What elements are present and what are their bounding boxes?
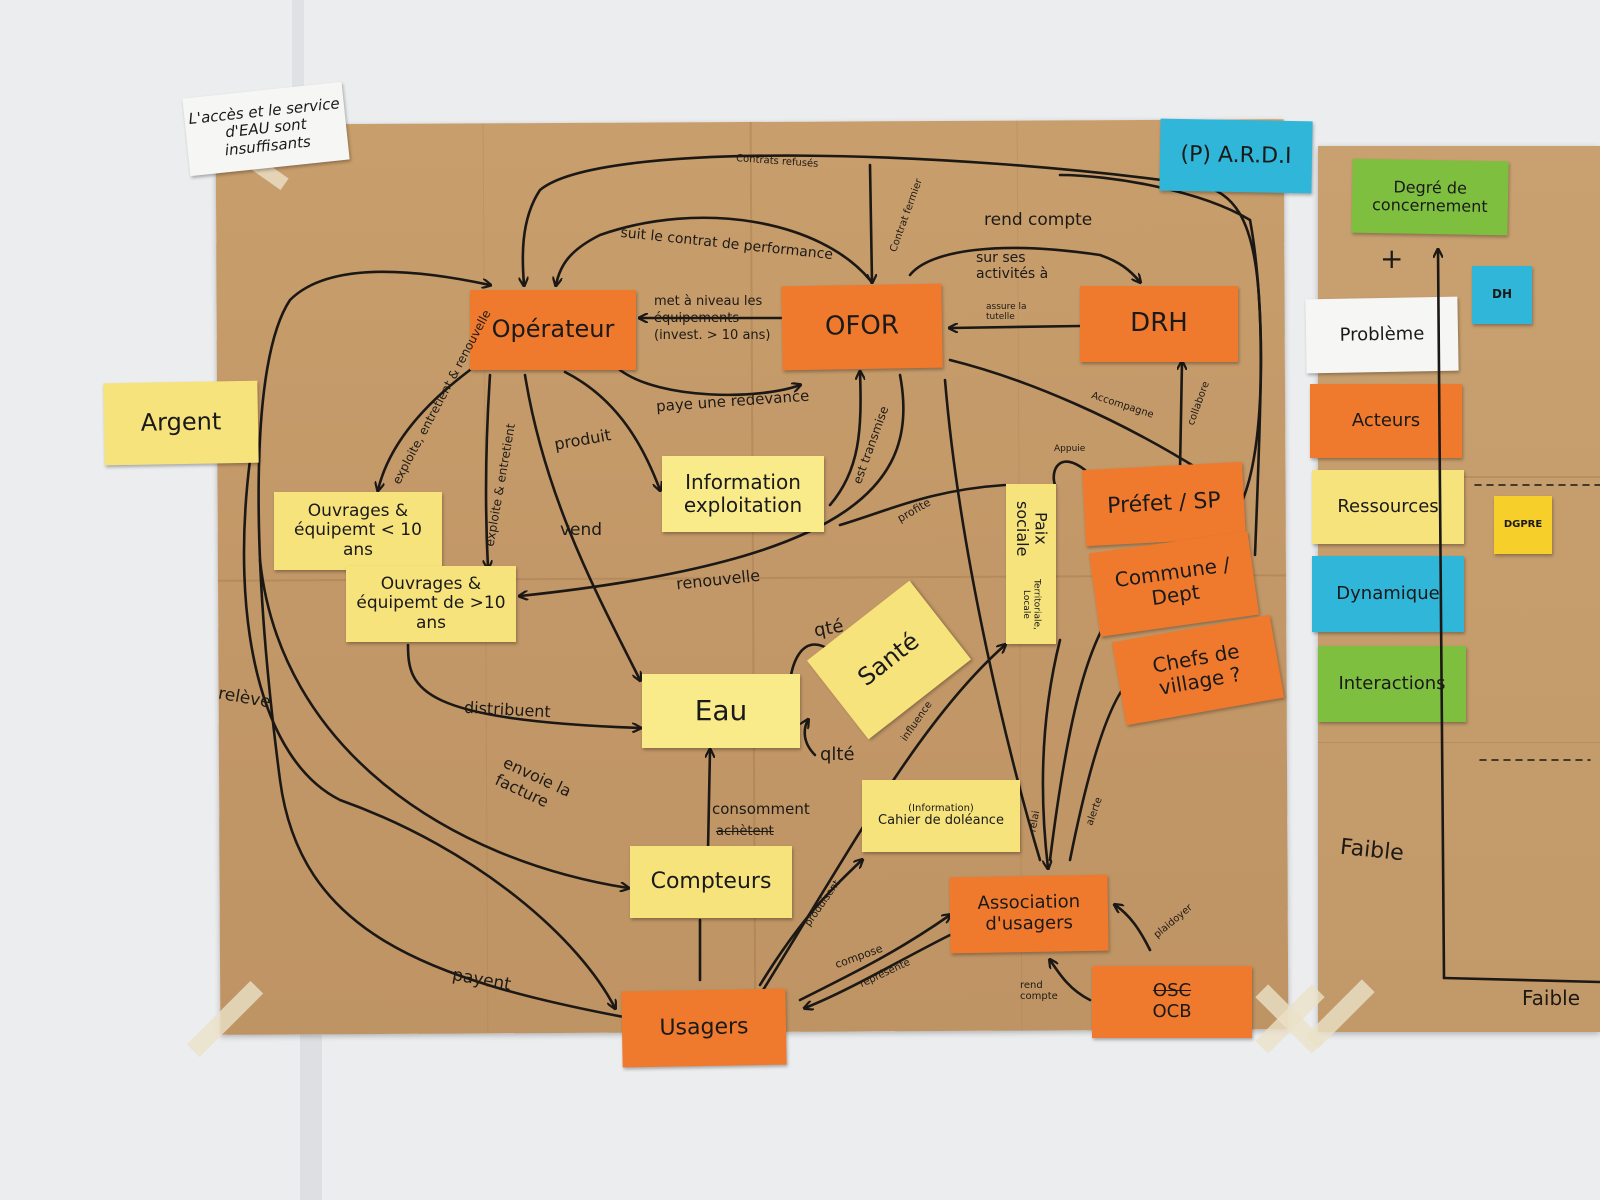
node-drh: DRH: [1080, 286, 1238, 362]
arrow: [828, 372, 861, 507]
legend-plus: +: [1380, 242, 1404, 275]
edge-label-sur-ses: sur ses activités à: [976, 250, 1049, 282]
arrow: [1041, 638, 1062, 868]
node-osc-label: OSC: [1152, 980, 1192, 1002]
arrow: [948, 358, 1202, 472]
edge-label-qlte: qlté: [820, 744, 855, 765]
node-compteurs: Compteurs: [630, 846, 792, 918]
arrow: [838, 483, 1007, 527]
arrow: [378, 368, 472, 490]
edge-label-assure: assure la tutelle: [986, 302, 1027, 322]
legend-dynamique-label: Dynamique: [1336, 582, 1440, 604]
arrow: [563, 370, 660, 490]
legend-ressources-label: Ressources: [1337, 495, 1439, 517]
arrow: [406, 643, 640, 728]
arrow: [520, 373, 905, 596]
y-axis: [1438, 250, 1446, 980]
wall-edge-bottom: [300, 1030, 322, 1200]
node-information: Information exploitation: [662, 456, 824, 532]
edge-label-appuie: Appuie: [1054, 444, 1086, 454]
legend-dgprh: DGPRE: [1494, 496, 1552, 554]
legend-dh-label: DH: [1491, 287, 1512, 302]
arrow: [486, 373, 490, 568]
legend-acteurs: Acteurs: [1310, 384, 1462, 458]
node-ouvrages-big: Ouvrages & équipemt de >10 ans: [346, 566, 516, 642]
arrow: [758, 860, 862, 987]
arrow: [805, 933, 952, 1008]
legend-faible-x: Faible: [1522, 986, 1581, 1010]
arrow: [258, 558, 628, 888]
node-ouvrages-small: Ouvrages & équipemt < 10 ans: [274, 492, 442, 570]
node-paix-sociale: Paix sociale Territoriale, Locale: [1006, 484, 1056, 644]
edge-label-achetent: achètent: [716, 824, 774, 839]
legend-acteurs-label: Acteurs: [1351, 409, 1421, 431]
node-cahier-top: (Information): [908, 802, 974, 814]
node-drh-label: DRH: [1130, 308, 1188, 339]
node-ocb-label: OCB: [1152, 1001, 1192, 1022]
arrow: [1180, 362, 1182, 472]
edge-label-rend-compte2: rend compte: [1020, 980, 1058, 1002]
node-paix-sociale-sub: Territoriale, Locale: [1021, 578, 1042, 630]
node-ouvrages-big-label: Ouvrages & équipemt de >10 ans: [356, 573, 506, 633]
legend-dynamique: Dynamique: [1312, 556, 1464, 632]
node-cahier: (Information) Cahier de doléance: [862, 780, 1020, 852]
arrow: [943, 378, 1042, 862]
node-eau-label: Eau: [694, 693, 748, 727]
arrow: [1058, 173, 1263, 522]
arrow: [798, 915, 950, 1002]
node-information-label: Information exploitation: [683, 470, 803, 517]
edge-label-rend-compte: rend compte: [984, 210, 1093, 230]
legend-dh: DH: [1472, 266, 1532, 324]
arrow: [618, 368, 800, 397]
node-cahier-label: Cahier de doléance: [878, 813, 1004, 829]
node-osc: OSC OCB: [1092, 966, 1252, 1038]
arrow: [870, 163, 872, 282]
arrow: [1052, 460, 1087, 487]
arrow: [1050, 960, 1092, 1002]
edge-label-vend: vend: [560, 520, 603, 540]
arrow: [556, 216, 872, 285]
arrow: [908, 246, 1140, 282]
node-ouvrages-small-label: Ouvrages & équipemt < 10 ans: [294, 500, 422, 560]
edge-label-met: met à niveau les équipements (invest. > …: [654, 294, 771, 343]
arrow: [708, 750, 710, 852]
legend-interactions-label: Interactions: [1338, 672, 1446, 694]
arrow: [1115, 905, 1152, 952]
node-compteurs-label: Compteurs: [650, 869, 772, 895]
node-operateur-label: Opérateur: [491, 315, 615, 344]
arrow: [523, 373, 640, 680]
x-axis: [1442, 976, 1600, 984]
node-eau: Eau: [642, 674, 800, 748]
legend-dgprh-label: DGPRE: [1503, 519, 1543, 531]
edge-label-consomment: consomment: [712, 800, 810, 818]
arrow: [242, 458, 615, 1008]
node-paix-sociale-label: Paix sociale: [1013, 500, 1051, 557]
arrow: [805, 720, 817, 757]
arrow: [950, 326, 1082, 328]
node-operateur: Opérateur: [470, 290, 636, 370]
